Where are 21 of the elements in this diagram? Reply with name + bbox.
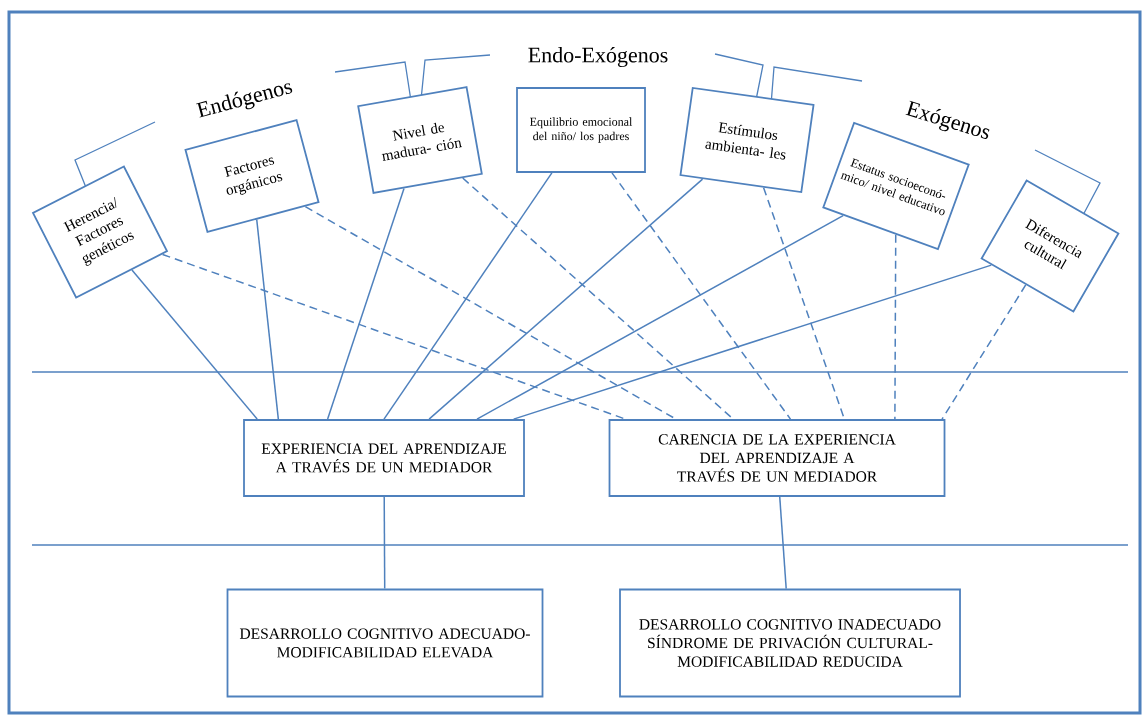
outcome-box: DESARROLLO COGNITIVO INADECUADO SÍNDROME DE PRIVACIÓN CULTURAL- MODIFICABILIDAD REDUCIDA — [619, 588, 961, 698]
connector-line — [611, 172, 792, 420]
factor-box: Nivel de madura- ción — [357, 86, 483, 194]
connector-line — [461, 177, 734, 420]
connector-line — [326, 187, 405, 420]
connector-line — [512, 264, 993, 420]
group-heading: Endógenos — [196, 83, 293, 118]
connector-line — [894, 234, 897, 420]
connector-line — [476, 214, 844, 420]
factor-box: Equilibrio emocional del niño/ los padres — [516, 87, 646, 173]
connector-line — [256, 218, 280, 420]
connector-line — [941, 284, 1027, 420]
experience-box: EXPERIENCIA DEL APRENDIZAJE A TRAVÉS DE UN MEDIADOR — [243, 419, 525, 497]
connector-line — [383, 496, 386, 590]
connector-line — [428, 178, 704, 420]
experience-box: CARENCIA DE LA EXPERIENCIA DEL APRENDIZAJE A TRAVÉS DE UN MEDIADOR — [608, 419, 946, 497]
connector-line — [779, 496, 787, 590]
outcome-box: DESARROLLO COGNITIVO ADECUADO- MODIFICABILIDAD ELEVADA — [226, 588, 544, 698]
group-heading: Endo-Exógenos — [528, 46, 668, 68]
connector-line — [131, 269, 258, 420]
connector-line — [383, 172, 553, 420]
